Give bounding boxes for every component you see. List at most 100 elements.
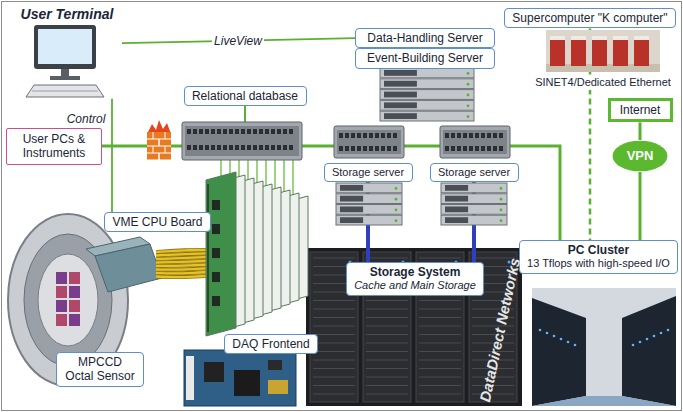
rack-slot	[366, 385, 408, 386]
server-led	[500, 198, 503, 201]
switch-port	[363, 133, 367, 138]
user-terminal: User Terminal	[12, 6, 122, 99]
rack-led	[667, 329, 670, 332]
rack-slot	[313, 368, 355, 369]
daq-label: DAQ Frontend	[224, 334, 318, 354]
switch-port	[289, 145, 293, 150]
switch-port	[223, 129, 227, 134]
drive-bay	[384, 70, 417, 76]
drive-bay	[384, 92, 417, 98]
switch-port	[217, 145, 221, 150]
network-switch	[182, 122, 302, 160]
sensor-chip	[56, 286, 67, 298]
vme-label: VME CPU Board	[104, 212, 211, 232]
sensor-chip	[69, 286, 80, 298]
switch-port	[241, 129, 245, 134]
connector-label: Control	[65, 112, 108, 126]
node-heading: VPN	[627, 148, 654, 164]
rack-slot	[366, 368, 408, 369]
server-led	[500, 187, 503, 190]
server-unit	[336, 183, 402, 193]
server-led	[395, 219, 398, 222]
rack-slot	[419, 351, 461, 352]
switch-port	[229, 129, 233, 134]
node-heading: Data-Handling Server	[367, 31, 482, 45]
switch-port	[369, 146, 373, 151]
rack-slot	[419, 300, 461, 301]
switch-port	[387, 146, 391, 151]
rack-slot	[313, 360, 355, 361]
switch-port	[211, 129, 215, 134]
switch-port	[481, 133, 485, 138]
brick-line	[159, 139, 160, 146]
node-heading: Storage server	[332, 166, 404, 179]
sensor-chip	[56, 272, 67, 284]
switch-port	[457, 146, 461, 151]
pc-cluster-photo	[532, 288, 676, 406]
photo-ground	[546, 30, 660, 72]
rack-slot	[419, 368, 461, 369]
switch-port	[265, 145, 269, 150]
rack-slot	[419, 360, 461, 361]
storage-server-label: Storage server	[324, 163, 413, 182]
internet-box: Internet	[608, 98, 673, 122]
switch-body	[182, 122, 302, 160]
network-connector	[102, 146, 560, 240]
brick-line	[159, 139, 160, 146]
rack-led	[560, 338, 563, 341]
switch-port	[199, 145, 203, 150]
board-pins	[268, 380, 288, 394]
server-unit	[380, 79, 474, 89]
switch-port	[375, 133, 379, 138]
rack-led	[539, 329, 542, 332]
switch-port	[451, 146, 455, 151]
switch-port	[205, 145, 209, 150]
monitor-base	[50, 76, 80, 80]
switch-port	[277, 129, 281, 134]
switch-port	[445, 146, 449, 151]
node-heading: Relational database	[192, 89, 298, 103]
rack-slot	[366, 394, 408, 395]
rack-top	[634, 36, 649, 40]
network-switch	[440, 126, 510, 158]
switch-port	[369, 133, 373, 138]
rack-slot	[366, 326, 408, 327]
rack-led	[567, 341, 570, 344]
server-unit	[380, 100, 474, 110]
switch-port	[451, 133, 455, 138]
drive-bay	[445, 207, 468, 213]
drive-bay	[340, 207, 363, 213]
switch-port	[345, 133, 349, 138]
switch-port	[259, 145, 263, 150]
room-floor	[532, 396, 676, 406]
rack-led	[660, 332, 663, 335]
switch-port	[193, 129, 197, 134]
connector-label: LiveView	[212, 34, 264, 48]
brick-line	[153, 146, 154, 153]
rack-slot	[366, 343, 408, 344]
switch-port	[475, 133, 479, 138]
supercomputer-rack	[634, 36, 649, 66]
switch-port	[357, 146, 361, 151]
user-pcs-box: User PCs & Instruments	[6, 128, 102, 165]
server-unit	[441, 183, 507, 193]
rack-led	[646, 338, 649, 341]
rack-led	[653, 335, 656, 338]
rack-slot	[366, 334, 408, 335]
switch-port	[217, 129, 221, 134]
switch-port	[223, 145, 227, 150]
rack-slot	[313, 326, 355, 327]
keyboard	[26, 85, 104, 97]
rack-top	[571, 36, 586, 40]
server-led	[500, 208, 503, 211]
supercomputer-rack	[592, 36, 607, 66]
switch-port	[487, 146, 491, 151]
rack-slot	[419, 343, 461, 344]
server-led	[395, 208, 398, 211]
server-unit	[441, 215, 507, 225]
detector-drawing	[8, 214, 162, 386]
rack-row	[622, 296, 676, 406]
rack-slot	[366, 351, 408, 352]
board-chip	[204, 362, 224, 382]
storage-server-label: Storage server	[430, 163, 519, 182]
